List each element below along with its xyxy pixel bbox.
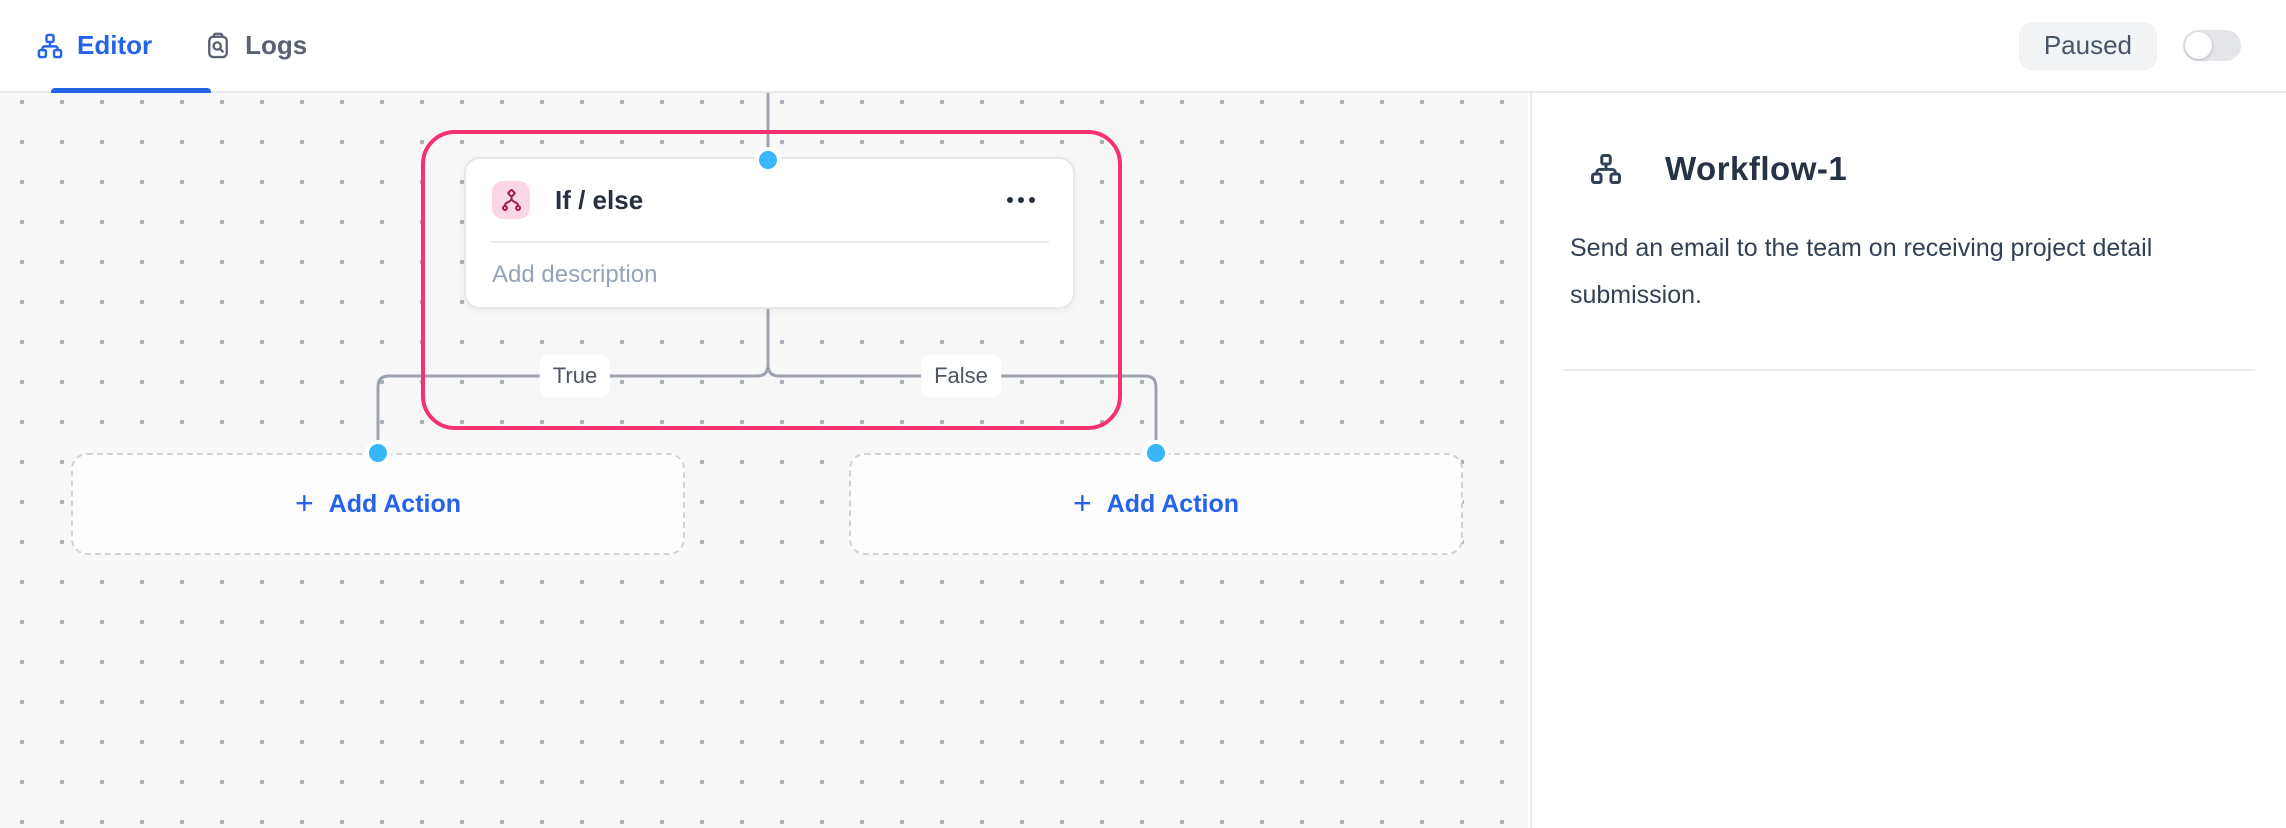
add-action-button-true-branch[interactable]: + Add Action: [71, 453, 685, 555]
add-action-label: Add Action: [1106, 489, 1240, 518]
workflow-header: Workflow-1: [1563, 150, 2255, 188]
clipboard-search-icon: [204, 32, 232, 60]
plus-icon: +: [294, 484, 314, 521]
tab-editor-label: Editor: [77, 30, 153, 60]
node-description-field[interactable]: Add description: [466, 243, 1073, 307]
status-badge: Paused: [2018, 21, 2157, 70]
node-divider: [490, 241, 1049, 243]
node-input-port[interactable]: [755, 147, 781, 173]
pause-toggle[interactable]: [2183, 30, 2241, 61]
org-chart-icon: [36, 32, 64, 60]
branch-label-true: True: [539, 355, 611, 397]
node-description-placeholder: Add description: [492, 261, 658, 288]
branch-split-icon: [492, 181, 530, 219]
add-action-button-false-branch[interactable]: + Add Action: [849, 453, 1463, 555]
tab-logs[interactable]: Logs: [204, 0, 307, 92]
org-chart-icon: [1589, 152, 1623, 186]
topbar-status-group: Paused: [2018, 21, 2241, 70]
node-header: If / else: [466, 159, 1073, 241]
workflow-description: Send an email to the team on receiving p…: [1570, 234, 2153, 309]
node-menu-button[interactable]: [1007, 191, 1035, 209]
panel-divider: [1563, 369, 2255, 371]
workflow-canvas[interactable]: If / else Add description True False + A…: [0, 93, 1528, 828]
workflow-title: Workflow-1: [1665, 150, 1848, 187]
false-branch-port[interactable]: [1143, 440, 1169, 466]
add-action-label: Add Action: [328, 489, 462, 518]
branch-label-false: False: [921, 355, 1001, 397]
node-title: If / else: [555, 184, 644, 215]
topbar: Editor Logs Paused: [0, 0, 2286, 94]
if-else-node[interactable]: If / else Add description: [464, 157, 1075, 309]
workflow-detail-panel: Workflow-1 Send an email to the team on …: [1530, 93, 2286, 828]
active-tab-underline: [51, 88, 211, 94]
tab-logs-label: Logs: [245, 30, 308, 60]
tab-editor[interactable]: Editor: [36, 0, 211, 94]
plus-icon: +: [1072, 484, 1092, 521]
ellipsis-icon: [1007, 197, 1035, 203]
true-branch-port[interactable]: [365, 440, 391, 466]
status-badge-label: Paused: [2043, 30, 2132, 60]
toggle-knob: [2185, 32, 2212, 59]
